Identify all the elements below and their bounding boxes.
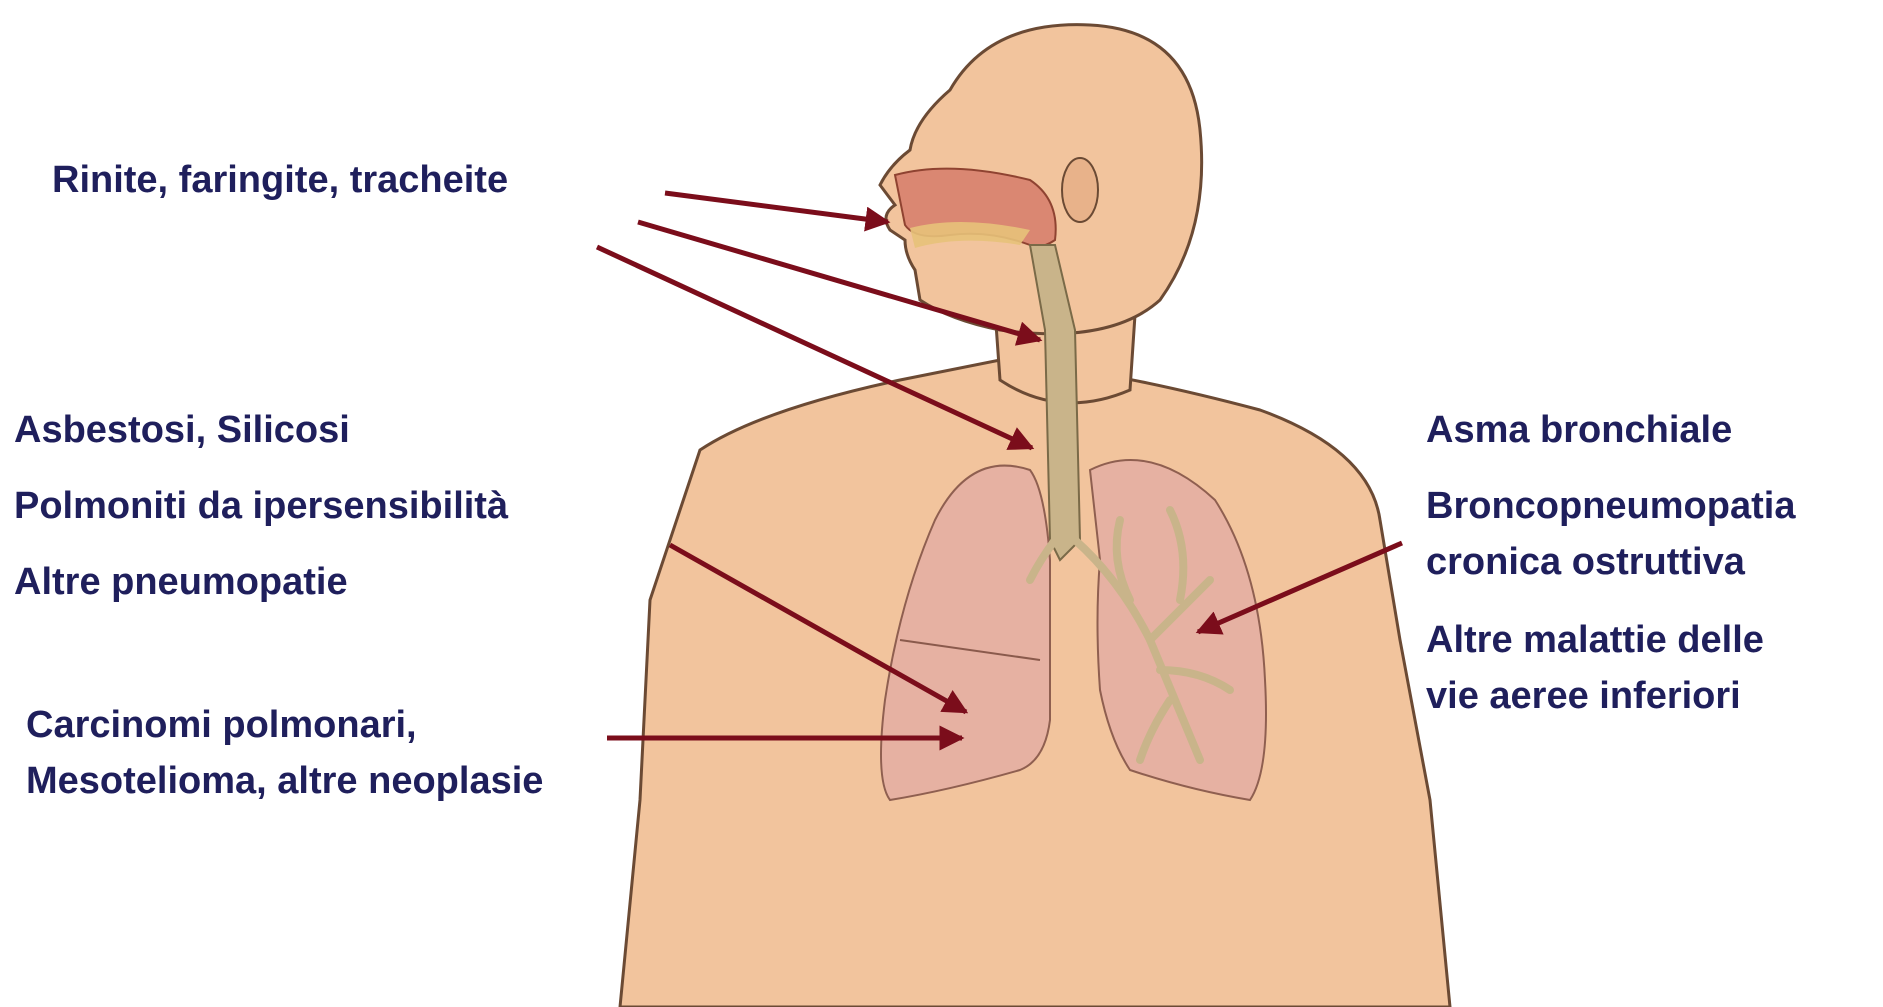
label-carcinoma-line2: Mesotelioma, altre neoplasie [26,759,543,803]
label-lower-airways-line2: vie aeree inferiori [1426,674,1741,718]
label-other-pneumopathies: Altre pneumopatie [14,560,348,604]
arrow-nose [665,193,888,222]
label-copd-line1: Broncopneumopatia [1426,484,1795,528]
ear [1062,158,1098,222]
label-copd-line2: cronica ostruttiva [1426,540,1745,584]
label-upper-airways: Rinite, faringite, tracheite [52,158,508,202]
label-lower-airways-line1: Altre malattie delle [1426,618,1764,662]
label-asthma: Asma bronchiale [1426,408,1732,452]
label-carcinoma-line1: Carcinomi polmonari, [26,703,417,747]
human-torso-illustration [620,25,1450,1007]
label-hypersensitivity: Polmoniti da ipersensibilità [14,484,508,528]
label-asbestosis: Asbestosi, Silicosi [14,408,350,452]
